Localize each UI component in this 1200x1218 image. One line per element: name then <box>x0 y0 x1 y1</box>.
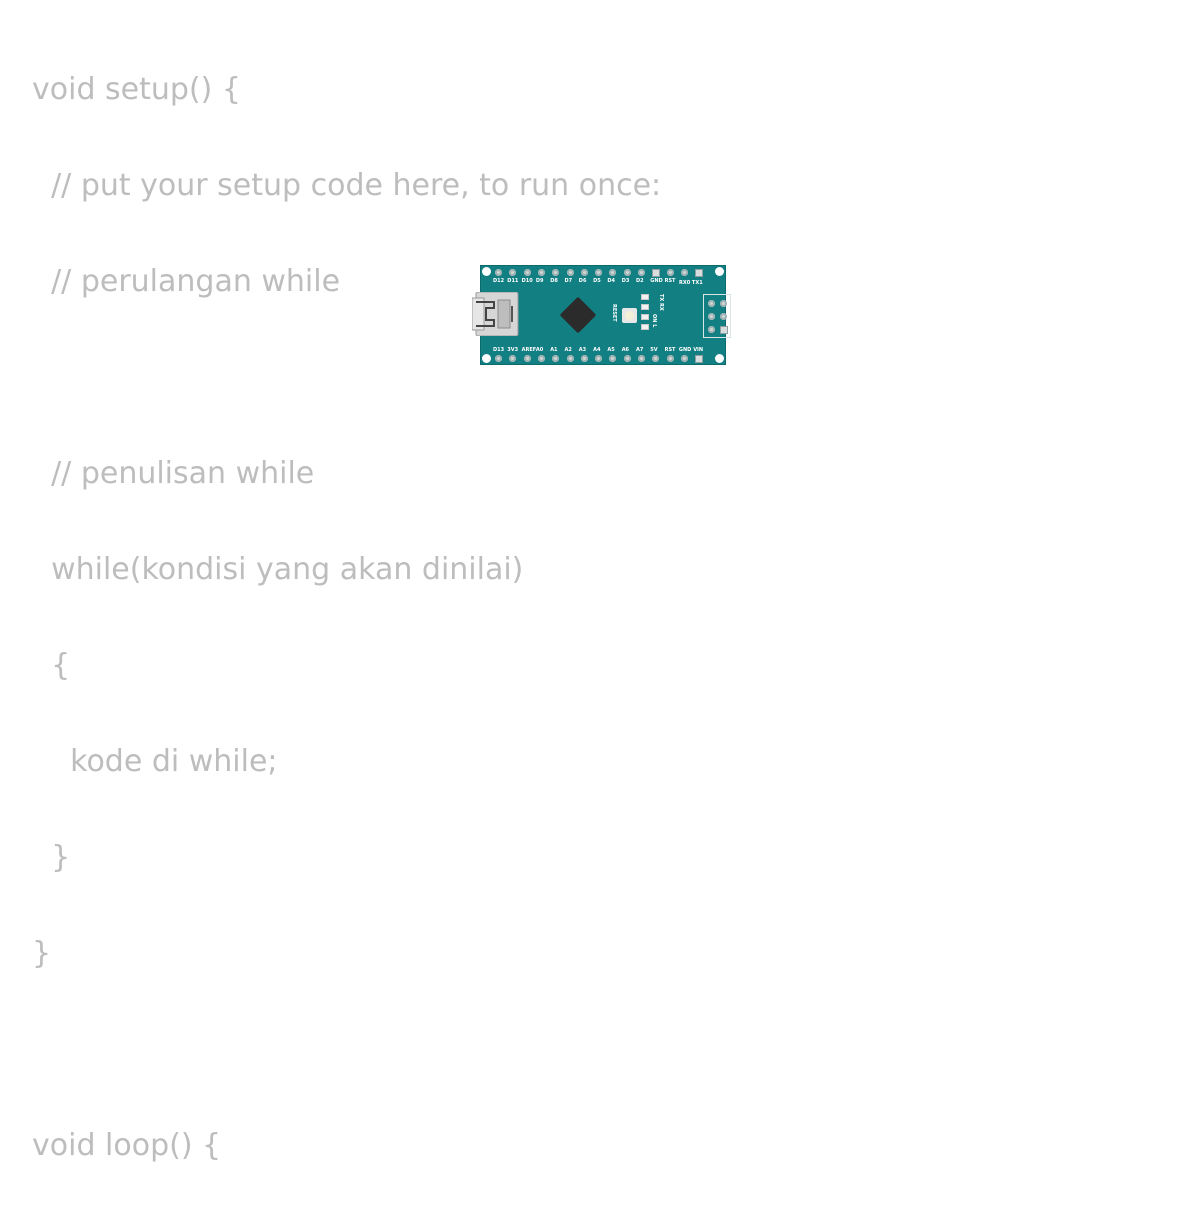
usb-connector[interactable] <box>472 292 520 336</box>
header-pin-top[interactable] <box>566 269 574 276</box>
code-text: void setup() { // put your setup code he… <box>32 66 661 1218</box>
pin-label-top: D8 <box>550 278 558 284</box>
microcontroller-chip <box>559 296 597 334</box>
header-pin-bottom[interactable] <box>666 355 674 362</box>
led-l <box>641 324 649 330</box>
header-pin-bottom[interactable] <box>595 355 603 362</box>
mount-hole <box>482 267 491 276</box>
pin-label-top: D11 <box>507 278 519 284</box>
code-line: // perulangan while <box>32 264 341 299</box>
pin-label-bottom: 3V3 <box>507 347 519 353</box>
led-label: L <box>651 324 657 328</box>
header-pin-bottom[interactable] <box>523 355 531 362</box>
header-pin-bottom[interactable] <box>652 355 660 362</box>
pin-label-bottom: A4 <box>593 347 601 353</box>
rx-tx-label: RX0 TX1 <box>679 280 703 286</box>
code-line: // put your setup code here, to run once… <box>32 168 662 203</box>
code-line: kode di while; <box>32 744 278 779</box>
header-pin-top[interactable] <box>580 269 588 276</box>
pin-label-top: GND <box>650 278 663 284</box>
header-pin-bottom[interactable] <box>552 355 560 362</box>
led-label: TX <box>658 294 664 302</box>
header-pin-top[interactable] <box>623 269 631 276</box>
icsp-pin <box>708 313 715 320</box>
mount-hole <box>715 267 724 276</box>
header-pin-top[interactable] <box>666 269 674 276</box>
pin-label-bottom: A7 <box>636 347 644 353</box>
pin-label-top: RST <box>664 278 676 284</box>
pin-label-bottom: A5 <box>607 347 615 353</box>
pin-label-top: D9 <box>535 278 544 284</box>
code-line: void setup() { <box>32 72 241 107</box>
header-pin-top[interactable] <box>680 269 688 276</box>
header-pin-bottom[interactable] <box>623 355 631 362</box>
led-label-on-l: ON L <box>651 314 657 327</box>
pin-label-bottom: VIN <box>693 347 704 353</box>
header-pin-bottom[interactable] <box>609 355 617 362</box>
header-pin-top[interactable] <box>537 269 545 276</box>
pin-label-top: D12 <box>493 278 505 284</box>
header-pin-top[interactable] <box>695 269 704 277</box>
header-pin-top[interactable] <box>638 269 645 276</box>
reset-label: RESET <box>611 304 617 322</box>
icsp-pin <box>720 326 728 334</box>
header-pin-bottom[interactable] <box>495 355 502 362</box>
reset-button-cap <box>625 311 634 320</box>
led-label: ON <box>651 314 657 323</box>
header-pin-top[interactable] <box>495 269 502 276</box>
header-pin-bottom[interactable] <box>537 355 545 362</box>
mount-hole <box>482 354 491 363</box>
header-pin-top[interactable] <box>509 269 517 276</box>
header-pin-bottom[interactable] <box>509 355 517 362</box>
pin-label-bottom: A0 <box>535 347 544 353</box>
led-tx <box>641 294 649 300</box>
led-label: RX <box>658 303 664 311</box>
pin-label-top: D2 <box>636 278 644 284</box>
pin-label-bottom: D13 <box>493 347 505 353</box>
header-pin-top[interactable] <box>523 269 531 276</box>
header-pin-bottom[interactable] <box>580 355 588 362</box>
icsp-pin <box>708 326 715 333</box>
mount-hole <box>715 354 724 363</box>
pin-label-top: D7 <box>564 278 573 284</box>
code-line <box>32 1026 661 1074</box>
header-pin-top[interactable] <box>652 269 661 277</box>
header-pin-top[interactable] <box>609 269 617 276</box>
header-pin-bottom[interactable] <box>638 355 645 362</box>
pin-label-bottom: RST <box>664 347 676 353</box>
code-line: void loop() { <box>32 1128 222 1163</box>
pin-label-bottom: 5V <box>650 347 658 353</box>
led-label-tx-rx: TX RX <box>658 294 664 311</box>
led-on <box>641 314 649 320</box>
pin-label-top: D10 <box>521 278 533 284</box>
pin-label-bottom: GND <box>678 347 692 353</box>
led-rx <box>641 304 649 310</box>
pin-label-top: D5 <box>593 278 601 284</box>
icsp-pin <box>708 300 715 307</box>
code-line: } <box>32 840 71 875</box>
pin-label-bottom: A2 <box>564 347 572 353</box>
pin-label-bottom: AREF <box>521 347 537 353</box>
header-pin-bottom[interactable] <box>680 355 688 362</box>
header-pin-top[interactable] <box>552 269 560 276</box>
pin-label-bottom: A1 <box>550 347 558 353</box>
icsp-pin <box>720 300 727 307</box>
pin-label-top: D6 <box>578 278 587 284</box>
code-line: { <box>32 648 71 683</box>
header-pin-bottom[interactable] <box>695 355 704 363</box>
icsp-pin <box>720 313 727 320</box>
pin-label-top: D4 <box>607 278 616 284</box>
code-line: while(kondisi yang akan dinilai) <box>32 552 524 587</box>
header-pin-top[interactable] <box>595 269 603 276</box>
pin-label-bottom: A6 <box>621 347 630 353</box>
header-pin-bottom[interactable] <box>566 355 574 362</box>
pin-label-top: D3 <box>621 278 630 284</box>
pin-label-bottom: A3 <box>578 347 587 353</box>
icsp-header <box>703 294 731 338</box>
reset-button[interactable] <box>622 308 637 323</box>
code-line: // penulisan while <box>32 456 315 491</box>
code-line: } <box>32 936 52 971</box>
